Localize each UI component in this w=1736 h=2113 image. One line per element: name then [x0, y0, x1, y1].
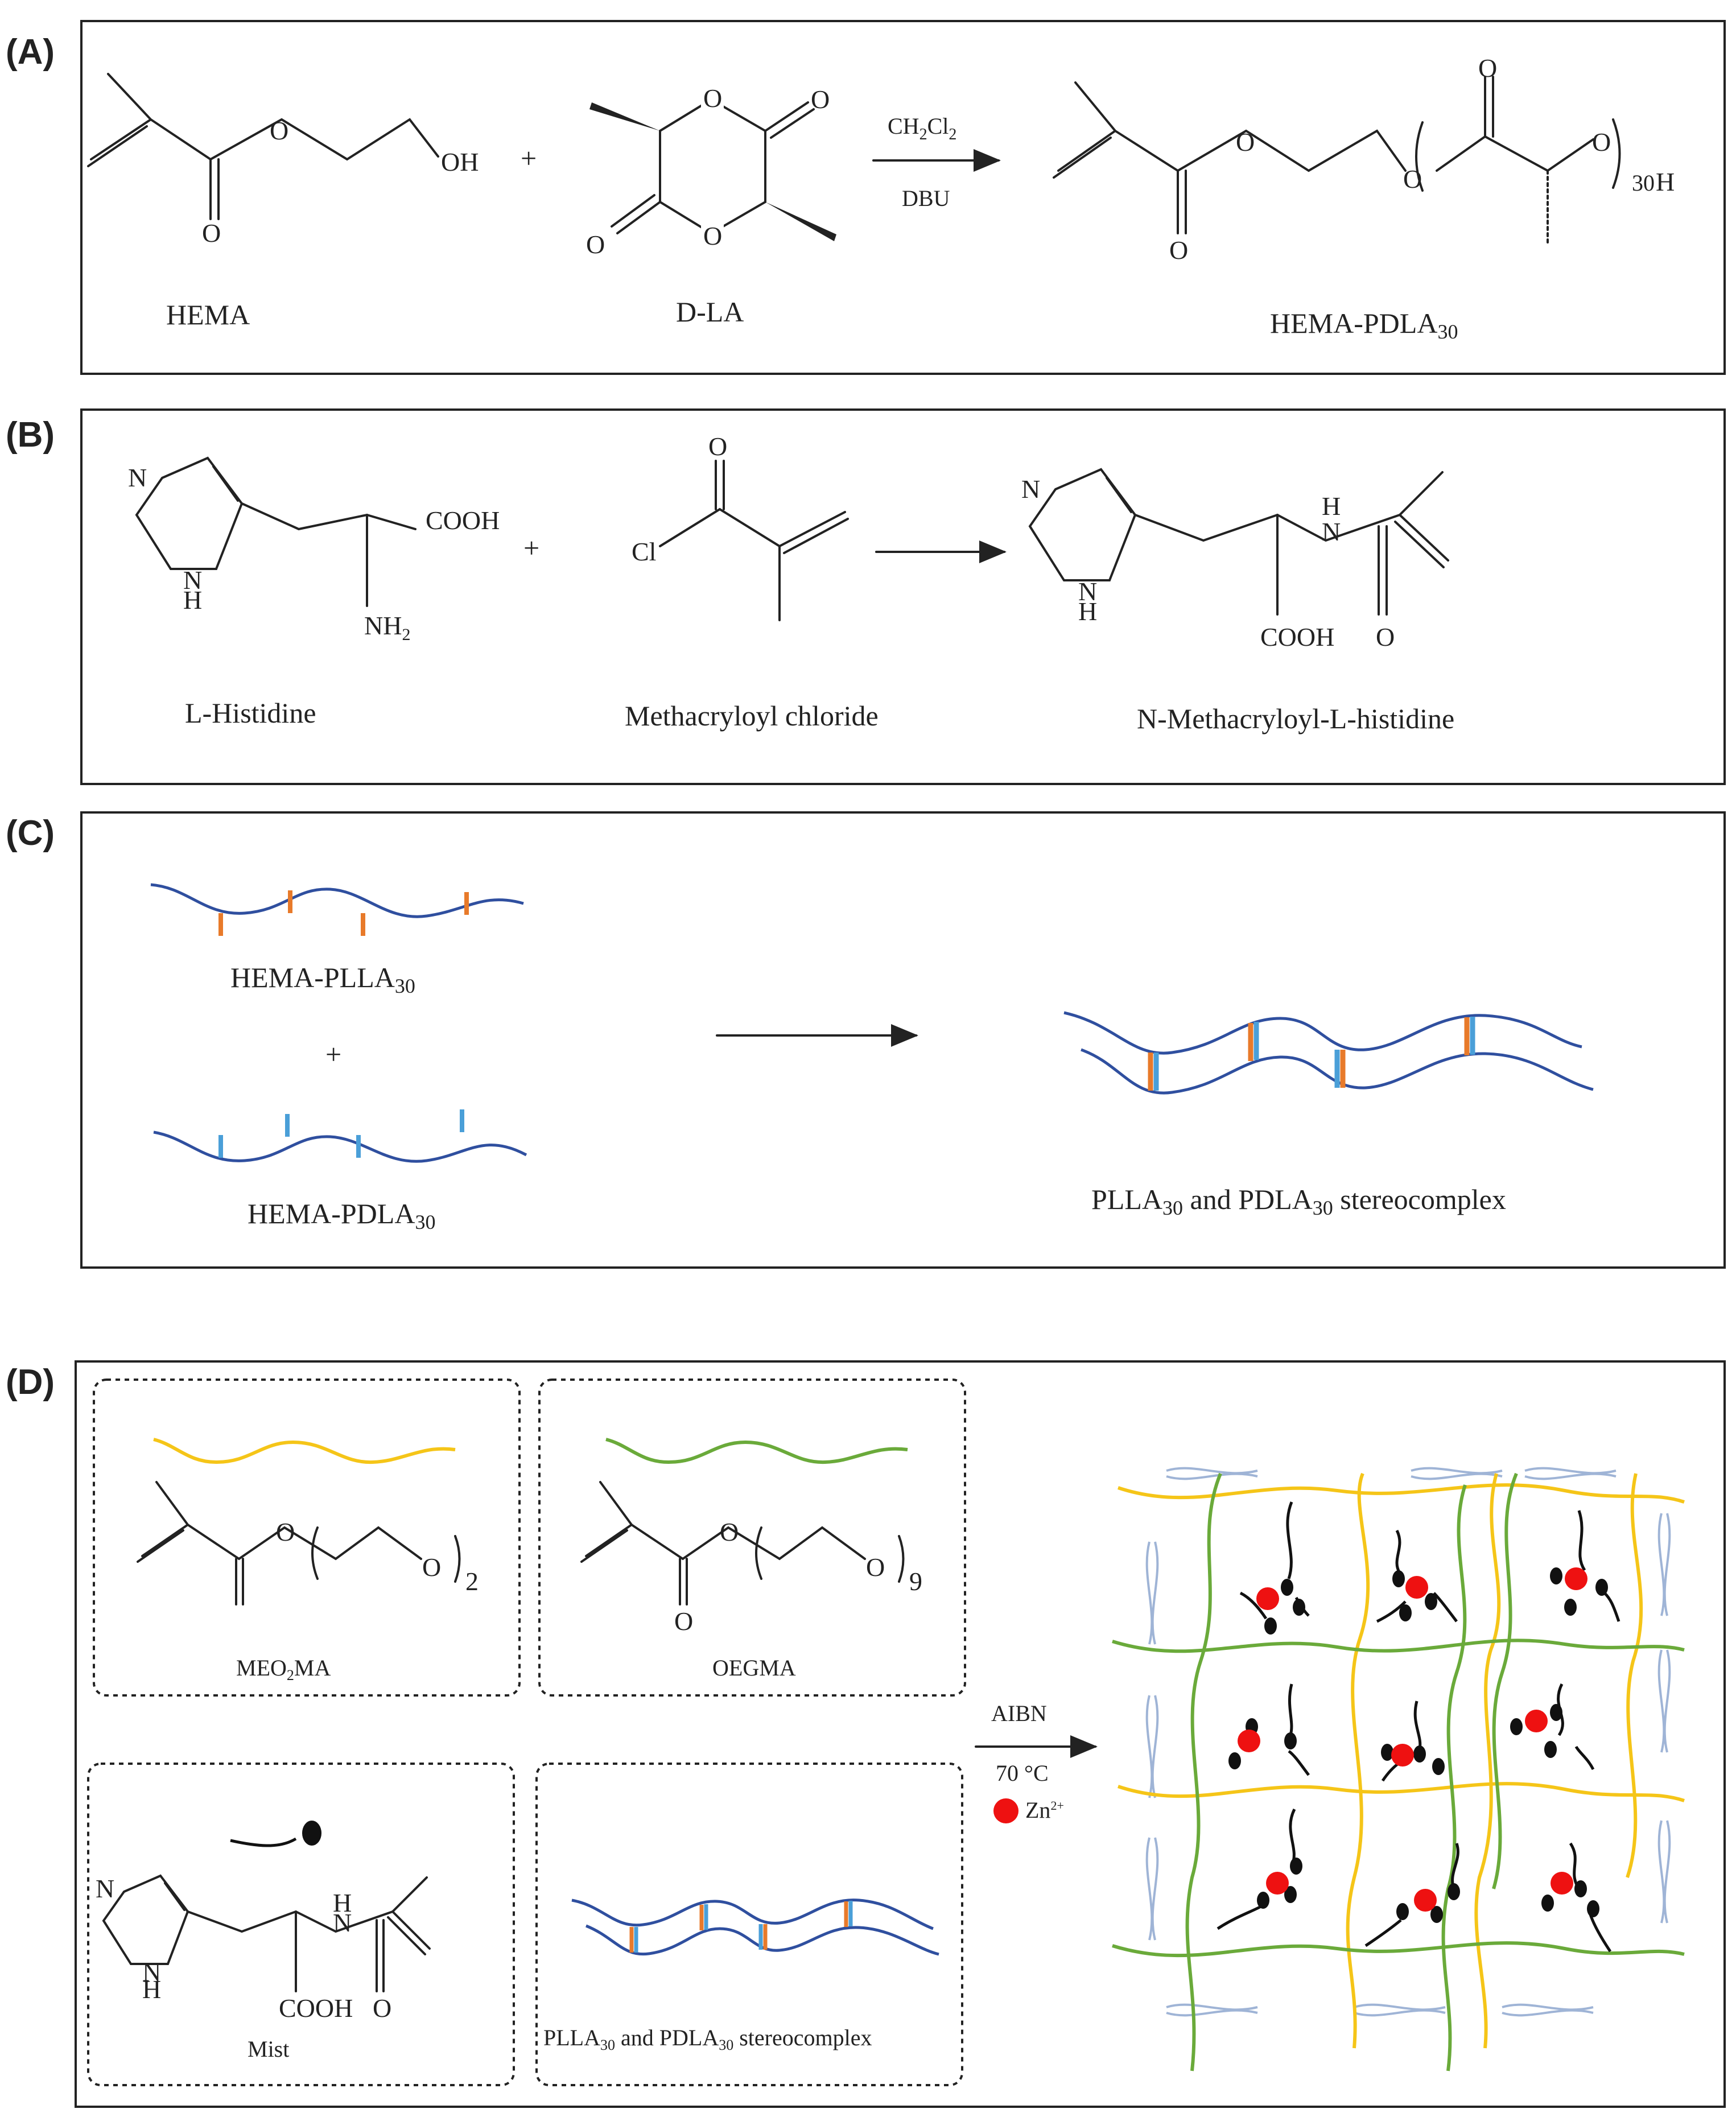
hema-pdla-label: HEMA-PDLA30: [1270, 307, 1458, 343]
plus-sign-b: +: [523, 532, 539, 564]
svg-text:O: O: [1236, 127, 1255, 156]
svg-text:COOH: COOH: [426, 506, 500, 535]
pdla-chain: [153, 1109, 527, 1163]
svg-text:O: O: [720, 1517, 739, 1546]
svg-text:O: O: [1592, 127, 1611, 156]
panel-label-c: (C): [6, 814, 55, 853]
mist-label: Mist: [248, 2036, 289, 2062]
svg-text:30: 30: [1632, 170, 1655, 196]
svg-text:O: O: [708, 432, 727, 461]
solvent-label: CH2Cl2: [888, 113, 956, 143]
svg-text:O: O: [586, 230, 605, 259]
mist-box: [87, 1763, 515, 2086]
svg-text:O: O: [1376, 622, 1395, 651]
svg-text:N: N: [1322, 517, 1341, 546]
histidine-structure: N N H COOH NH2: [128, 456, 500, 644]
panel-c-box: [80, 811, 1726, 1269]
chloride-label: Methacryloyl chloride: [625, 700, 879, 732]
panel-label-d: (D): [6, 1363, 55, 1402]
svg-text:N: N: [1021, 474, 1040, 504]
svg-text:N: N: [183, 566, 202, 595]
oegma-structure: O O O 9: [580, 1481, 922, 1636]
oegma-chain-icon: [605, 1438, 908, 1464]
svg-text:O: O: [373, 1994, 391, 2023]
hydrogel-network: [1112, 1467, 1685, 2071]
svg-text:O: O: [422, 1553, 441, 1582]
dla-label: D-LA: [676, 296, 744, 328]
mist-structure: N N H H N COOH O: [96, 1874, 431, 2023]
meo2ma-structure: O O 2: [137, 1481, 479, 1606]
stereocomplex-box: [535, 1763, 963, 2086]
svg-text:NH2: NH2: [364, 611, 410, 644]
plla-label: HEMA-PLLA30: [230, 961, 415, 997]
panel-a-box: [80, 20, 1726, 375]
svg-text:H: H: [183, 585, 202, 614]
initiator-label: AIBN: [991, 1701, 1047, 1726]
meo2ma-box: [93, 1379, 521, 1697]
svg-text:OH: OH: [441, 147, 479, 176]
dla-structure: O O O O: [586, 84, 836, 259]
hema-structure: O O OH: [87, 73, 479, 247]
svg-text:COOH: COOH: [1260, 622, 1334, 651]
svg-text:O: O: [1403, 164, 1422, 193]
svg-text:O: O: [703, 84, 722, 113]
svg-text:N: N: [96, 1874, 114, 1903]
temperature-label: 70 °C: [996, 1760, 1049, 1786]
stereocomplex-label-d: PLLA30 and PDLA30 stereocomplex: [543, 2025, 872, 2053]
catalyst-label: DBU: [902, 185, 950, 211]
panel-d-box: [75, 1360, 1726, 2108]
panel-label-b: (B): [6, 415, 55, 455]
svg-text:Cl: Cl: [632, 537, 656, 566]
panel-label-a: (A): [6, 32, 55, 72]
svg-text:H: H: [333, 1888, 352, 1917]
zinc-ion-icon: [993, 1798, 1018, 1823]
stereocomplex-d-icon: [571, 1899, 939, 1956]
svg-text:N: N: [128, 463, 147, 492]
svg-text:9: 9: [909, 1567, 922, 1596]
svg-text:O: O: [703, 221, 722, 250]
panel-b-box: [80, 408, 1726, 785]
histidine-label: L-Histidine: [185, 697, 316, 729]
svg-text:O: O: [674, 1607, 693, 1636]
plus-sign-a: +: [521, 142, 537, 174]
pdla-label: HEMA-PDLA30: [248, 1198, 435, 1233]
svg-text:O: O: [1478, 53, 1497, 82]
svg-text:O: O: [202, 218, 221, 247]
plus-sign-c: +: [325, 1038, 341, 1070]
oegma-label: OEGMA: [712, 1655, 796, 1681]
svg-text:H: H: [1322, 492, 1341, 521]
mist-icon: [230, 1821, 321, 1847]
svg-text:O: O: [811, 85, 830, 114]
svg-text:N: N: [333, 1908, 352, 1937]
methacryloyl-histidine-structure: N N H H N COOH O: [1021, 468, 1449, 651]
svg-text:O: O: [1169, 236, 1188, 265]
stereocomplex-label-c: PLLA30 and PDLA30 stereocomplex: [1091, 1183, 1506, 1219]
meo2ma-label: MEO2MA: [236, 1655, 331, 1683]
plla-chain: [150, 883, 524, 936]
svg-text:2: 2: [465, 1567, 479, 1596]
methacryloyl-histidine-label: N-Methacryloyl-L-histidine: [1137, 703, 1454, 734]
svg-text:COOH: COOH: [279, 1994, 353, 2023]
methacryloyl-chloride-structure: O Cl: [632, 432, 849, 621]
svg-text:N: N: [1078, 577, 1097, 606]
svg-text:H: H: [1078, 597, 1097, 626]
hema-pdla-structure: O O O O O 30 H: [1053, 53, 1675, 265]
zinc-ion-label: Zn2+: [1025, 1797, 1064, 1823]
oegma-box: [538, 1379, 966, 1697]
hema-label: HEMA: [166, 299, 250, 331]
svg-text:O: O: [270, 116, 288, 145]
svg-text:O: O: [866, 1553, 885, 1582]
svg-text:H: H: [1656, 167, 1675, 196]
svg-text:H: H: [142, 1975, 161, 2004]
meo2ma-chain-icon: [153, 1438, 456, 1464]
stereocomplex-c: [1063, 1011, 1594, 1095]
svg-text:O: O: [276, 1517, 295, 1546]
svg-text:N: N: [142, 1958, 161, 1987]
